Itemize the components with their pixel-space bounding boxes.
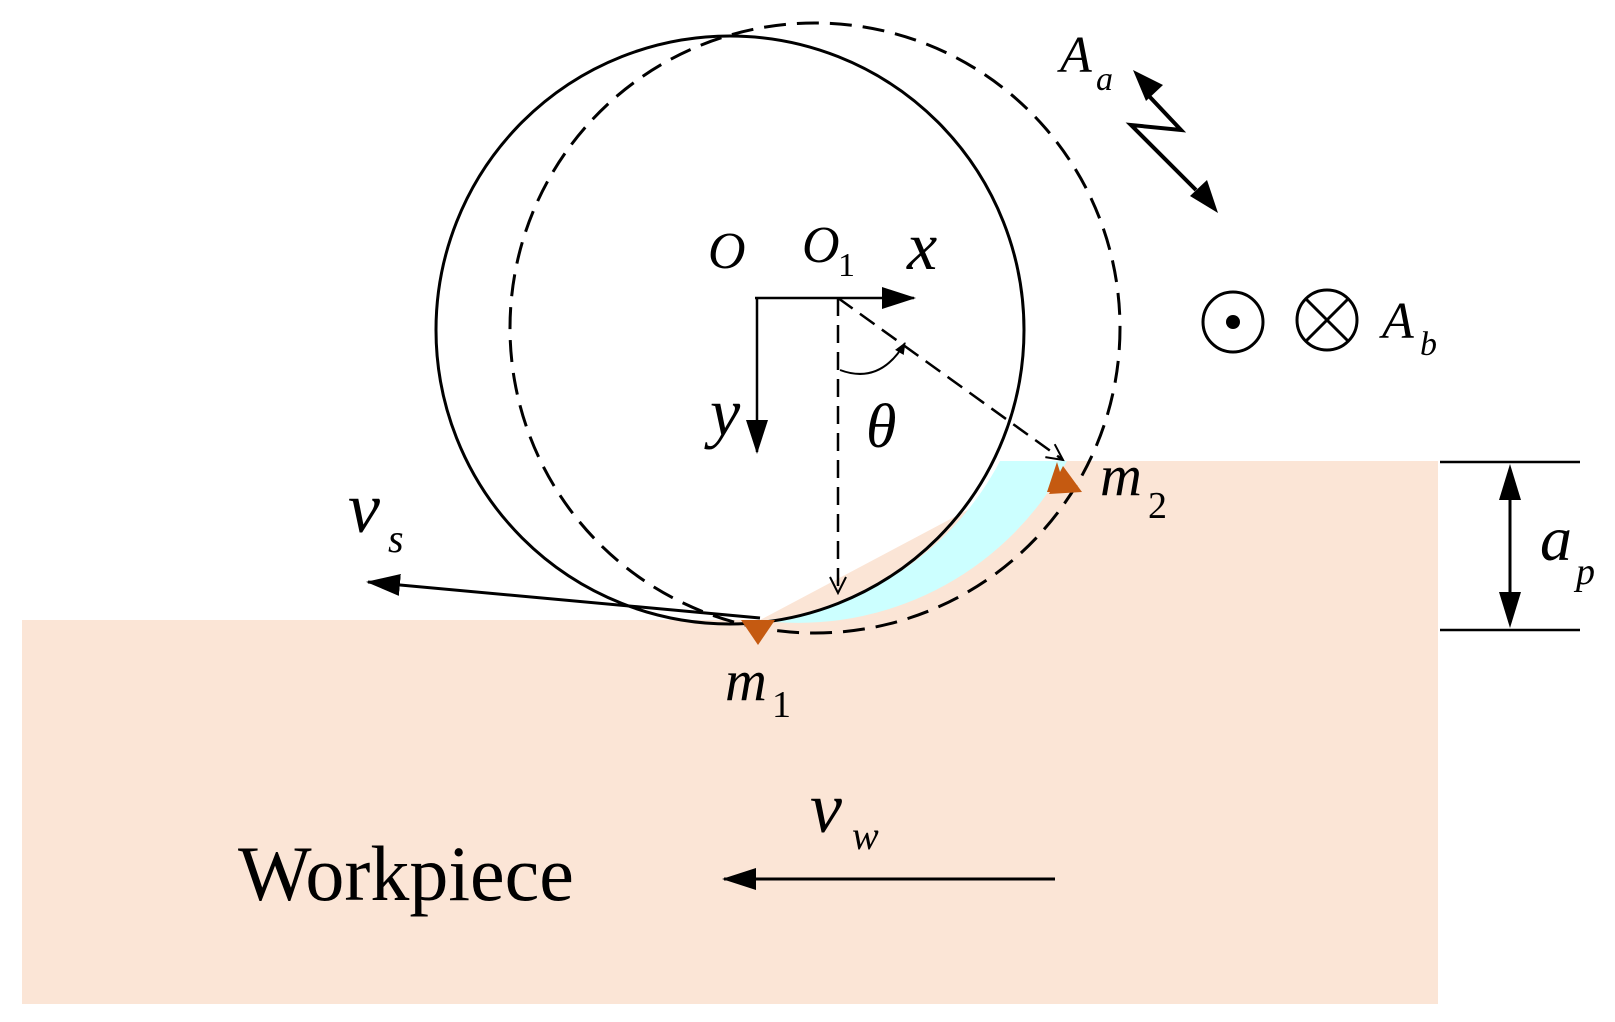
cross-circle-icon <box>1295 288 1359 352</box>
workpiece-label: Workpiece <box>238 830 574 917</box>
ap-arrow-head-top <box>1499 464 1521 500</box>
m1-marker <box>741 620 775 645</box>
contact-zone <box>768 461 1067 623</box>
vw-subscript: w <box>852 813 879 858</box>
vs-label: v <box>348 468 380 548</box>
wheel-solid-circle <box>434 34 1026 626</box>
m1-subscript: 1 <box>772 684 791 726</box>
wheel-dashed-circle <box>508 21 1122 635</box>
Ab-label: A <box>1379 293 1414 350</box>
Ab-subscript: b <box>1420 326 1437 363</box>
dashed-radius-line <box>837 296 1063 460</box>
ap-arrow-head-bottom <box>1499 592 1521 628</box>
m2-subscript: 2 <box>1148 485 1167 527</box>
zigzag-double-arrow-icon <box>1125 70 1218 213</box>
theta-arc <box>839 342 906 375</box>
vs-arrow <box>366 573 761 620</box>
ap-label: a <box>1540 503 1572 574</box>
y-axis-label: y <box>704 374 741 450</box>
Aa-subscript: a <box>1096 61 1113 98</box>
vs-subscript: s <box>388 516 404 561</box>
dot-circle-icon <box>1201 290 1265 354</box>
workpiece-step <box>22 461 1438 620</box>
origin-label: O <box>708 223 746 280</box>
m2-label: m <box>1100 443 1142 508</box>
Aa-label: A <box>1057 27 1092 84</box>
m1-label: m <box>725 648 767 713</box>
origin1-subscript: 1 <box>838 247 855 284</box>
vw-label: v <box>810 768 842 848</box>
x-axis-label: x <box>906 208 937 284</box>
theta-label: θ <box>866 393 896 461</box>
ap-subscript: p <box>1573 551 1595 593</box>
origin1-label: O <box>802 217 840 274</box>
